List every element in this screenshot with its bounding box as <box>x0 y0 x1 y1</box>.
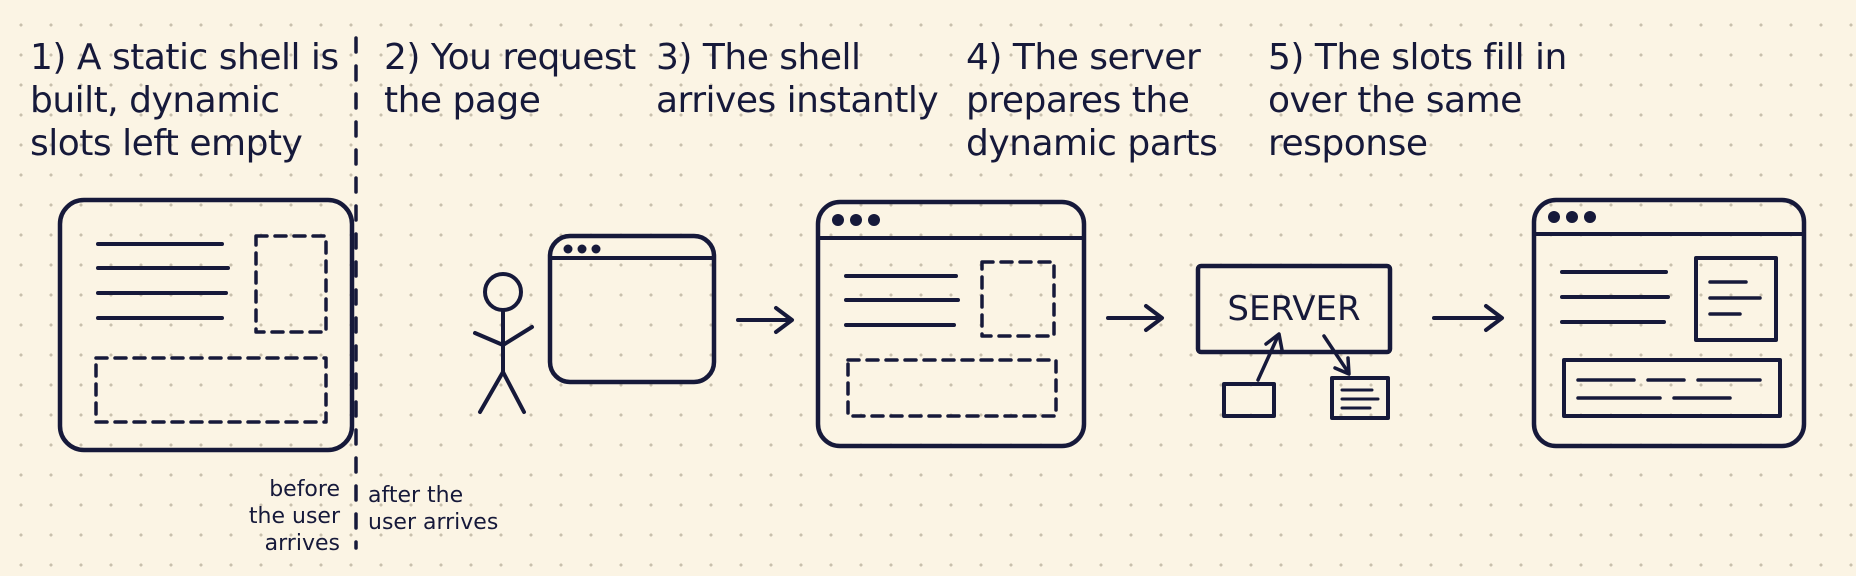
user-stick-figure <box>473 272 534 414</box>
after-user-arrives-note: after the user arrives <box>368 483 499 535</box>
head <box>483 272 523 312</box>
data-flow-arrow <box>1322 334 1350 374</box>
arm <box>473 331 505 347</box>
arrow-right-icon <box>736 306 794 334</box>
leg <box>478 370 505 414</box>
content-fragment <box>1330 376 1390 420</box>
static-shell-page <box>57 197 355 453</box>
step-5-title: 5) The slots fill in over the same respo… <box>1268 37 1567 164</box>
arrow-right-icon <box>1106 304 1164 332</box>
empty-dynamic-slot <box>254 234 328 334</box>
window-dot <box>850 214 862 226</box>
window-dot <box>591 244 601 254</box>
browser-frame <box>547 233 717 385</box>
data-flow-arrow <box>1256 334 1280 382</box>
arrow-right-icon <box>1432 304 1504 332</box>
leg <box>501 370 526 414</box>
window-dot <box>563 244 573 254</box>
before-user-arrives-note: before the user arrives <box>248 477 340 556</box>
filled-dynamic-slot <box>1694 256 1778 342</box>
step-1-title: 1) A static shell is built, dynamic slot… <box>30 37 339 164</box>
window-dot <box>1584 211 1596 223</box>
step-4-title: 4) The server prepares the dynamic parts <box>966 37 1218 164</box>
window-dot <box>832 214 844 226</box>
browser-window <box>547 233 717 385</box>
step-3-title: 3) The shell arrives instantly <box>656 37 939 121</box>
data-fragment <box>1222 382 1276 418</box>
window-dot <box>1548 211 1560 223</box>
server-box: SERVER <box>1195 263 1393 420</box>
arm <box>501 325 534 347</box>
page-frame <box>57 197 355 453</box>
window-dot <box>577 244 587 254</box>
filled-dynamic-slot <box>1562 358 1782 418</box>
server-label: SERVER <box>1227 289 1360 329</box>
browser-frame <box>1531 197 1807 449</box>
empty-dynamic-slot <box>980 260 1056 338</box>
browser-frame <box>815 199 1087 449</box>
empty-dynamic-slot <box>846 358 1058 418</box>
step-2-title: 2) You request the page <box>384 37 636 121</box>
data-flow-arrowhead <box>1333 356 1351 376</box>
server-frame <box>1195 263 1393 355</box>
window-dot <box>868 214 880 226</box>
filled-browser-window <box>1531 197 1807 449</box>
window-dot <box>1566 211 1578 223</box>
shell-browser-window <box>815 199 1087 449</box>
data-flow-arrowhead <box>1264 332 1284 352</box>
empty-dynamic-slot <box>94 356 328 424</box>
